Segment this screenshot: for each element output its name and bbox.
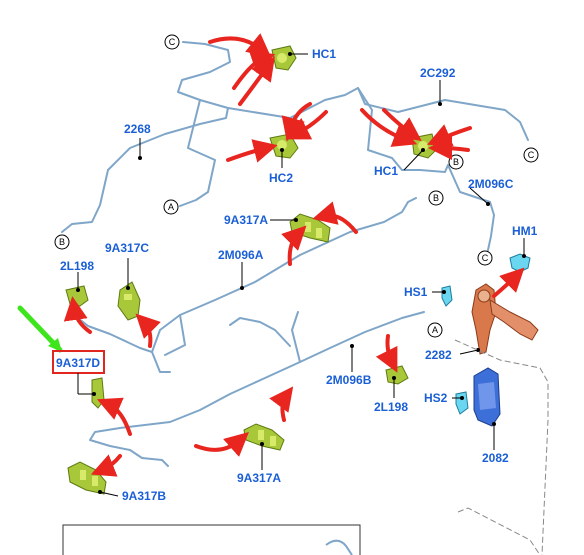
label-hm1: HM1 [512,224,538,238]
label-hc1-mid: HC1 [374,164,398,178]
label-hc1-top: HC1 [312,47,336,61]
svg-text:C: C [169,37,176,47]
clip-9a317a-bottom [243,423,285,451]
callout-a-left: A [163,199,179,215]
pipe-lower [89,311,425,467]
svg-text:A: A [168,202,174,212]
clip-hs1 [441,285,453,307]
label-hc2: HC2 [269,171,293,185]
label-hs2: HS2 [424,391,448,405]
clip-hm1 [509,253,531,273]
label-2l198-left: 2L198 [60,259,94,273]
label-2l198-right: 2L198 [374,400,408,414]
svg-text:C: C [528,150,535,160]
label-hs1: HS1 [404,285,428,299]
highlight-pointer-arrow [17,305,63,353]
clip-hc2 [269,133,299,159]
dashed-boundary [454,339,549,555]
callout-b-pipe: B [428,190,444,206]
inset-frame [62,524,361,555]
pipe-middle [69,197,417,373]
callout-c-module: C [477,250,493,266]
label-2m096a: 2M096A [218,248,264,262]
svg-text:B: B [453,157,459,167]
callout-c-right: C [523,147,539,163]
clip-hc1-mid [411,133,437,159]
svg-text:B: B [433,193,439,203]
svg-text:B: B [59,237,65,247]
clip-2l198-right [385,365,409,385]
label-9a317b: 9A317B [122,489,166,503]
label-9a317a-bottom: 9A317A [237,471,281,485]
label-2m096c: 2M096C [468,177,514,191]
label-2268: 2268 [124,122,151,136]
leader-lines [76,52,526,497]
clip-hs2 [455,391,469,415]
red-arrows [63,33,525,477]
clip-hc1-top [271,45,297,71]
label-9a317a-top: 9A317A [224,213,268,227]
callout-c-top: C [164,34,180,50]
label-9a317d: 9A317D [56,356,100,370]
callout-b-left: B [54,234,70,250]
fuel-module-2282 [471,283,539,355]
callout-b-mid: B [448,154,464,170]
label-2c292: 2C292 [420,66,456,80]
svg-text:A: A [432,325,438,335]
label-9a317c: 9A317C [105,241,149,255]
label-2m096b: 2M096B [326,373,372,387]
label-2082: 2082 [482,451,509,465]
callout-a-right: A [427,322,443,338]
bracket-2082 [473,367,501,427]
label-2282: 2282 [425,348,452,362]
clip-9a317b [67,461,107,495]
svg-text:C: C [482,253,489,263]
